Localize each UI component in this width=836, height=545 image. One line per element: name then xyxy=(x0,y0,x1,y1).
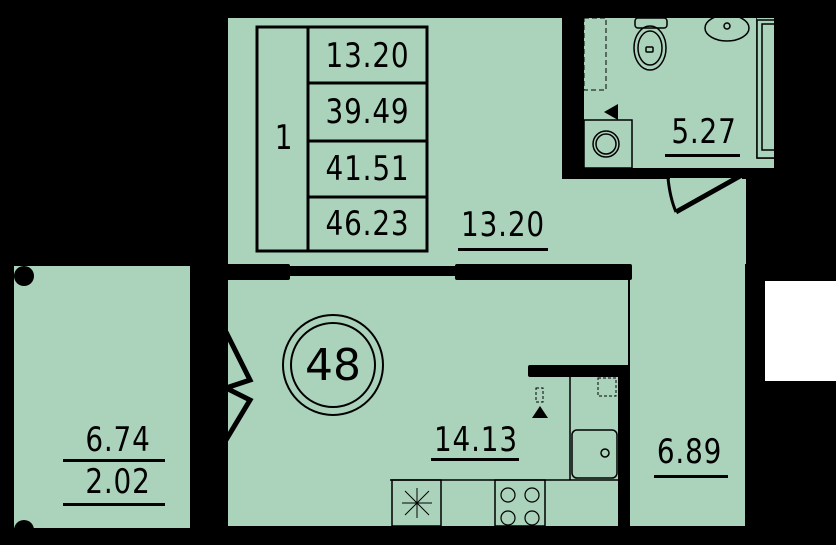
balcony-area-underline xyxy=(63,503,165,506)
hallway-floor xyxy=(630,264,745,526)
bathroom-area-underline xyxy=(665,154,740,157)
wall-bathroom-bottom-right xyxy=(742,168,776,179)
summary-value-total-with-balcony: 46.23 xyxy=(325,204,410,244)
rooms-count: 1 xyxy=(274,118,294,158)
stove-icon xyxy=(500,487,540,526)
summary-value-living: 13.20 xyxy=(325,36,410,76)
balcony-floor xyxy=(14,266,190,528)
wall-kitchen-hallway xyxy=(618,365,630,527)
toilet-icon xyxy=(633,17,668,71)
wall-kitchen-hallway-top xyxy=(528,365,630,377)
wall-balcony-partition xyxy=(192,264,226,526)
washing-machine-icon xyxy=(583,119,633,169)
fridge-icon xyxy=(402,488,432,518)
sink-icon xyxy=(704,14,750,42)
balcony-door-icon xyxy=(219,330,254,442)
wall-hallway-right xyxy=(745,264,765,545)
wall-living-kitchen-right xyxy=(455,264,632,280)
living-room-area-underline xyxy=(458,248,548,251)
outside-area xyxy=(762,281,836,381)
summary-table-frame xyxy=(255,25,429,253)
apartment-number-badge xyxy=(282,314,384,416)
kitchen-riser-icon xyxy=(535,377,617,403)
wall-bathroom-bottom xyxy=(562,168,670,179)
kitchen-area-underline xyxy=(431,458,519,461)
summary-value-total: 41.51 xyxy=(325,149,410,189)
balcony-area: 6.74 xyxy=(85,420,151,460)
balcony-area-divider xyxy=(63,459,165,462)
riser-marker-icon xyxy=(604,104,618,120)
living-room-area: 13.20 xyxy=(461,205,545,245)
ventilation-shaft-icon xyxy=(583,17,607,91)
kitchen-area: 14.13 xyxy=(434,420,518,460)
summary-value-living-total: 39.49 xyxy=(325,92,410,132)
hallway-area: 6.89 xyxy=(656,432,723,472)
kitchen-counter xyxy=(390,377,618,527)
corridor-floor xyxy=(562,178,746,268)
wall-bathroom-left xyxy=(562,0,584,178)
kitchen-floor xyxy=(228,276,628,526)
balcony-area-reduced: 2.02 xyxy=(85,462,151,502)
bathroom-door-icon xyxy=(666,172,744,215)
hallway-area-underline xyxy=(654,475,728,478)
apartment-number: 48 xyxy=(305,340,361,391)
bathroom-area: 5.27 xyxy=(671,112,737,152)
